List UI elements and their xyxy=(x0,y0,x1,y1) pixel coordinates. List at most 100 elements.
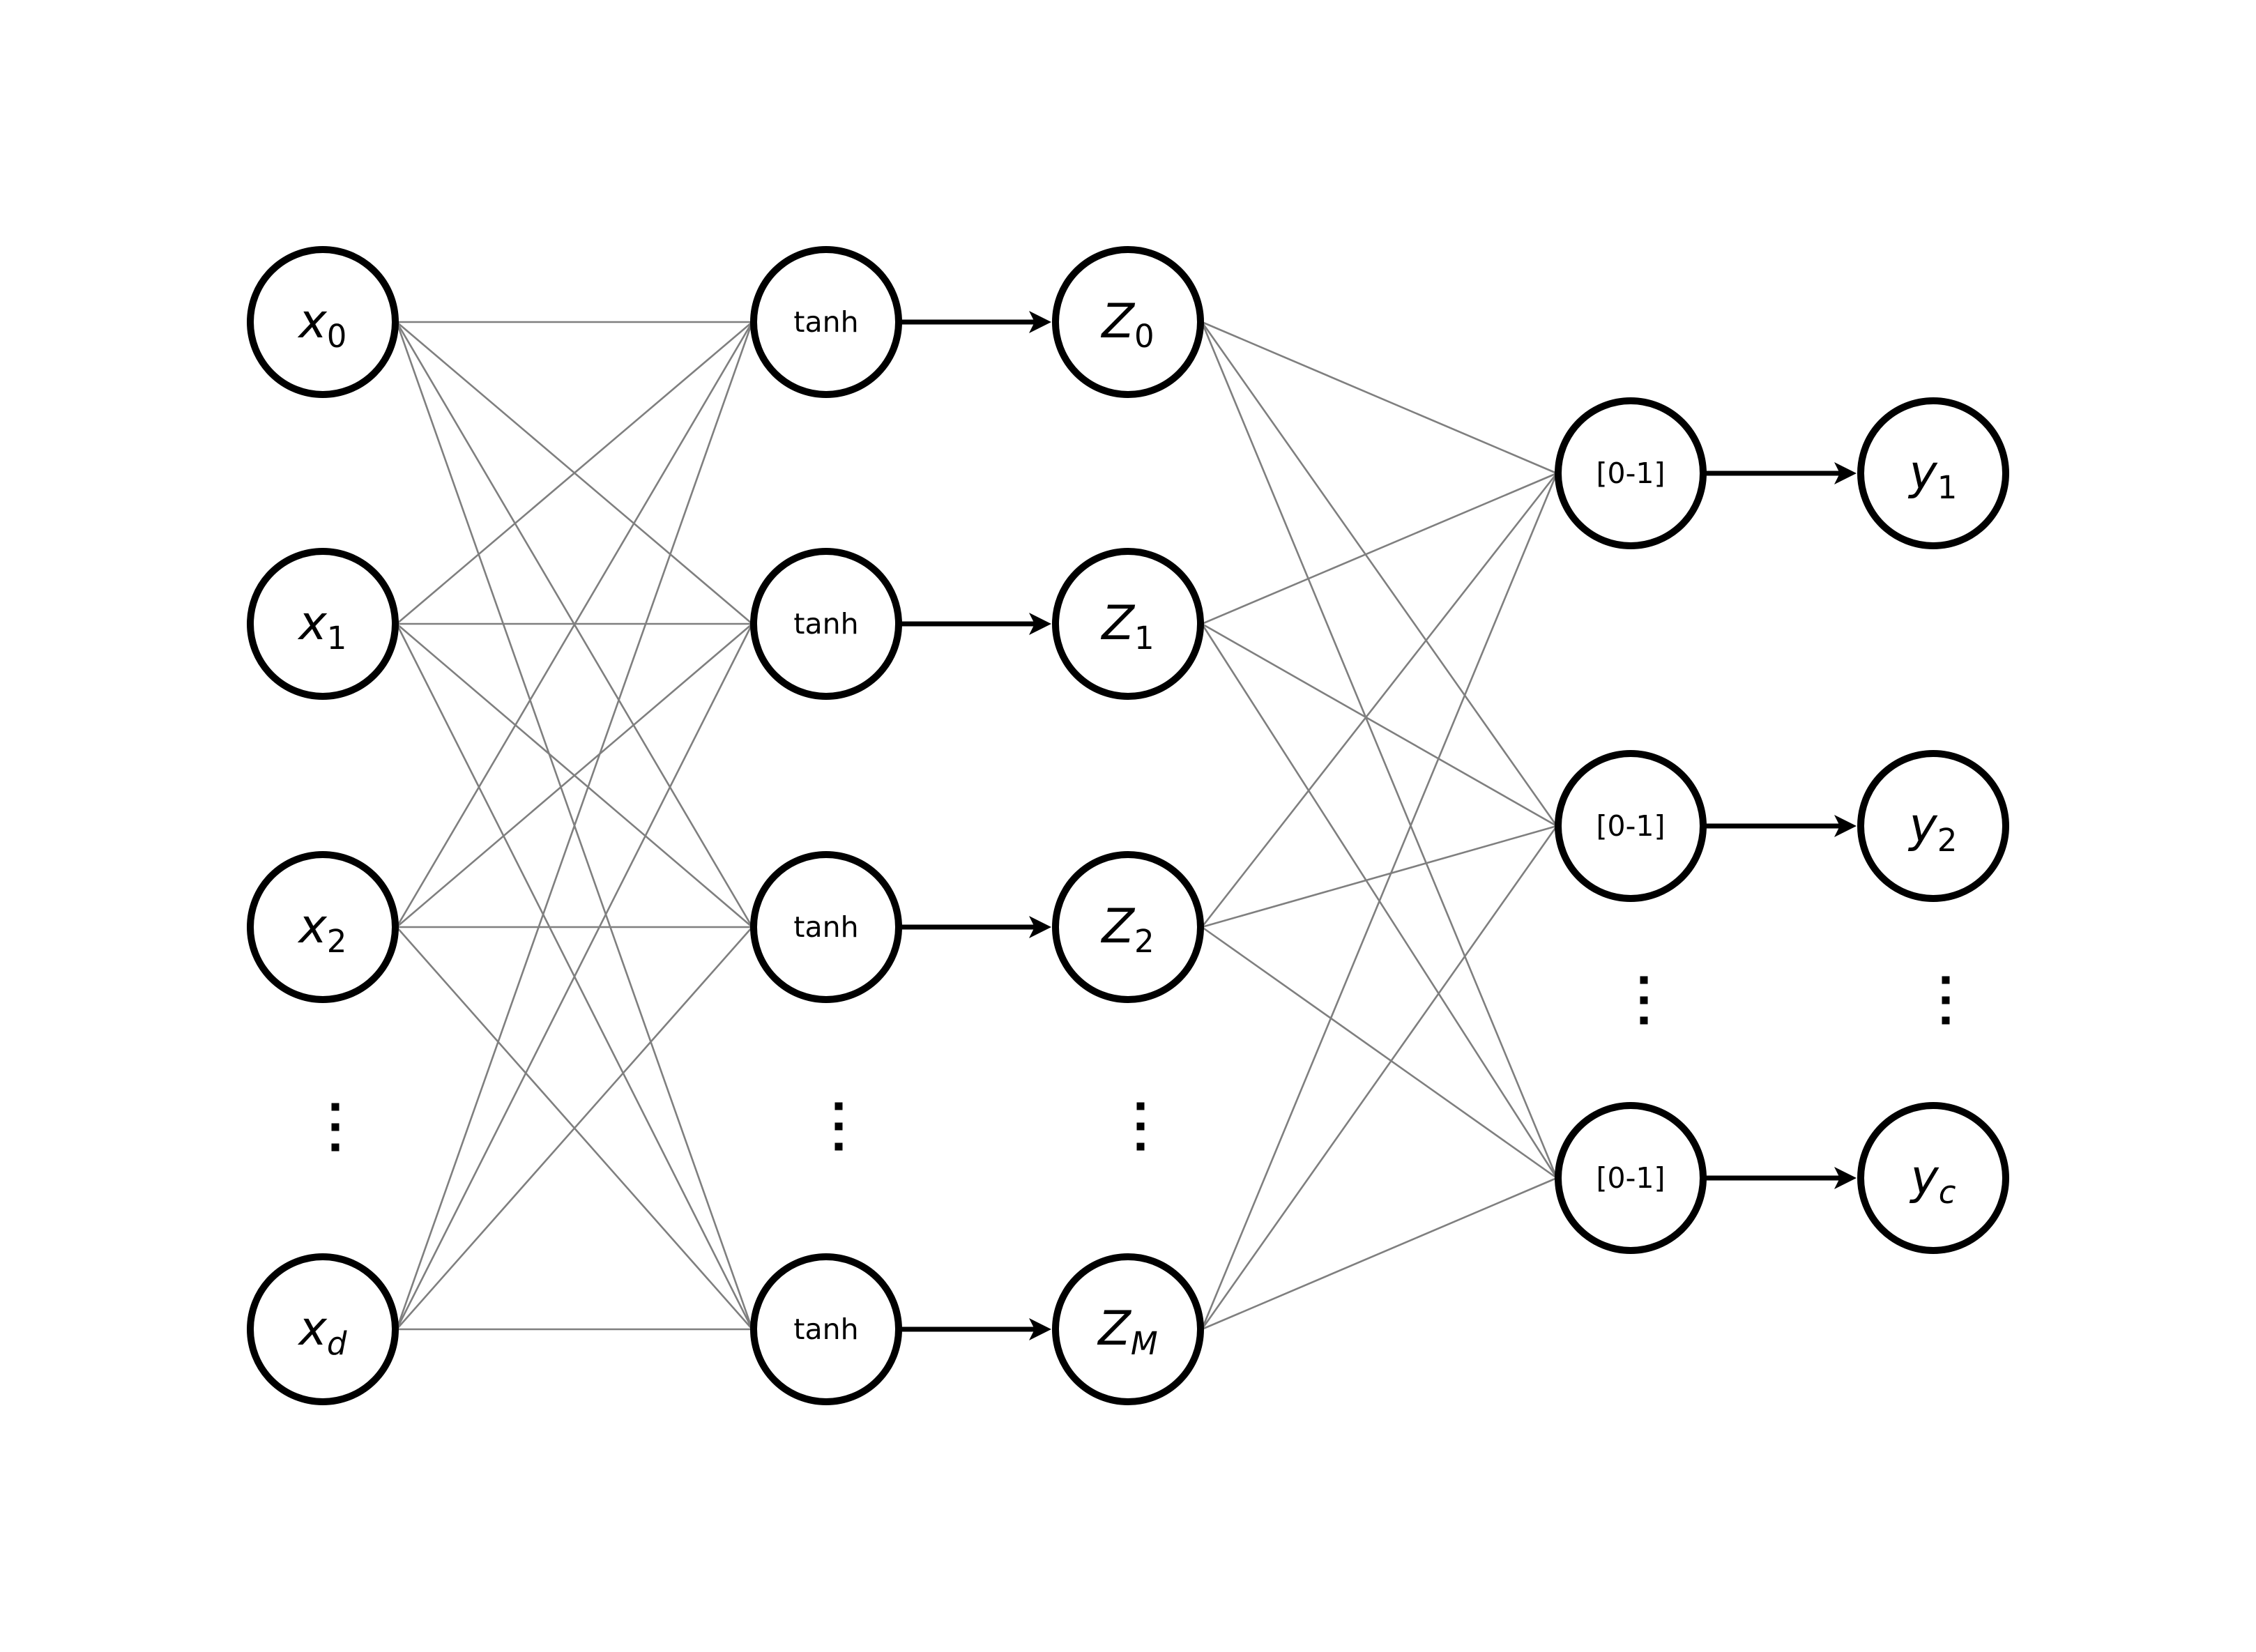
arrow-t2-z2 xyxy=(900,916,1051,938)
node-label-y2: y2 xyxy=(1908,798,1958,859)
ellipsis-dot xyxy=(331,1143,340,1152)
arrow-head-icon xyxy=(1029,916,1051,938)
node-label-z0: Z0 xyxy=(1100,294,1154,355)
arrow-t1-z1 xyxy=(900,613,1051,635)
edge-z2-s2 xyxy=(1201,926,1557,1179)
arrow-head-icon xyxy=(1029,613,1051,635)
node-circle-t1 xyxy=(750,548,902,700)
ellipsis-dot xyxy=(1942,996,1950,1004)
edge-z1-s1 xyxy=(1201,622,1557,827)
node-circle-x0 xyxy=(247,246,399,398)
node-label-y1: y1 xyxy=(1908,445,1958,506)
node-y2: y2 xyxy=(1857,750,2009,902)
edge-x1-t0 xyxy=(396,321,753,625)
node-x2: x2 xyxy=(247,851,399,1003)
output-layer-ellipsis-icon xyxy=(1942,976,1950,1025)
hidden-activation-layer-ellipsis-icon xyxy=(834,1102,843,1151)
node-y1: y1 xyxy=(1857,397,2009,549)
arrow-t0-z0 xyxy=(900,311,1051,333)
node-label-t0: tanh xyxy=(793,305,858,339)
node-label-zM: ZM xyxy=(1097,1301,1157,1362)
node-label-x1: x1 xyxy=(298,596,347,657)
node-s0: [0-1] xyxy=(1555,397,1707,549)
node-circle-z0 xyxy=(1052,246,1204,398)
node-label-t2: tanh xyxy=(793,910,858,944)
ellipsis-dot xyxy=(1136,1122,1145,1131)
arrow-head-icon xyxy=(1834,462,1857,484)
node-label-z1: Z1 xyxy=(1100,596,1154,657)
node-circle-xd xyxy=(247,1253,399,1405)
ellipsis-dot xyxy=(331,1103,340,1111)
edge-x2-t0 xyxy=(395,321,754,928)
edge-xd-t2 xyxy=(396,926,753,1330)
ellipsis-dot xyxy=(331,1123,340,1131)
node-circle-s2 xyxy=(1555,1102,1707,1254)
node-label-t1: tanh xyxy=(793,607,858,641)
output-activation-layer-ellipsis-icon xyxy=(1640,976,1648,1025)
node-label-z2: Z2 xyxy=(1100,899,1154,960)
node-circle-t2 xyxy=(750,851,902,1003)
edge-x2-t1 xyxy=(396,623,753,928)
ellipsis-dot xyxy=(1640,976,1648,984)
ellipsis-dot xyxy=(834,1102,843,1110)
edge-zM-s0 xyxy=(1201,473,1558,1330)
node-z2: Z2 xyxy=(1052,851,1204,1003)
node-circle-s1 xyxy=(1555,750,1707,902)
node-circle-z1 xyxy=(1052,548,1204,700)
node-circle-z2 xyxy=(1052,851,1204,1003)
arrow-head-icon xyxy=(1029,1318,1051,1340)
edge-zM-s1 xyxy=(1201,825,1558,1330)
node-zM: ZM xyxy=(1052,1253,1204,1405)
hidden-output-layer-ellipsis-icon xyxy=(1136,1102,1145,1151)
ellipsis-dot xyxy=(1942,1016,1950,1025)
edge-z0-s0 xyxy=(1201,321,1557,475)
node-t0: tanh xyxy=(750,246,902,398)
edge-xd-t1 xyxy=(395,623,754,1330)
node-circle-t0 xyxy=(750,246,902,398)
ellipsis-dot xyxy=(1136,1142,1145,1151)
edge-z2-s0 xyxy=(1201,473,1558,928)
node-label-s1: [0-1] xyxy=(1596,809,1666,843)
node-x1: x1 xyxy=(247,548,399,700)
ellipsis-dot xyxy=(834,1142,843,1151)
edge-z2-s1 xyxy=(1201,825,1557,928)
ellipsis-dot xyxy=(1640,1016,1648,1025)
node-z0: Z0 xyxy=(1052,246,1204,398)
edge-zM-s2 xyxy=(1201,1177,1557,1331)
node-circle-t3 xyxy=(750,1253,902,1405)
node-label-s0: [0-1] xyxy=(1596,457,1666,490)
edge-z1-s0 xyxy=(1201,472,1557,625)
input-layer-ellipsis-icon xyxy=(331,1103,340,1152)
node-z1: Z1 xyxy=(1052,548,1204,700)
node-t3: tanh xyxy=(750,1253,902,1405)
arrow-s2-yc xyxy=(1705,1167,1857,1189)
node-circle-y2 xyxy=(1857,750,2009,902)
arrow-s1-y2 xyxy=(1705,815,1857,837)
ellipsis-dot xyxy=(834,1122,843,1131)
edge-z0-s1 xyxy=(1201,321,1558,827)
node-circle-x1 xyxy=(247,548,399,700)
node-circle-y1 xyxy=(1857,397,2009,549)
node-circle-yc xyxy=(1857,1102,2009,1254)
arrow-head-icon xyxy=(1834,815,1857,837)
node-t1: tanh xyxy=(750,548,902,700)
node-yc: yc xyxy=(1857,1102,2009,1254)
ellipsis-dot xyxy=(1640,996,1648,1004)
node-s1: [0-1] xyxy=(1555,750,1707,902)
node-label-x2: x2 xyxy=(298,899,347,960)
ellipsis-dot xyxy=(1942,976,1950,984)
arrow-head-icon xyxy=(1029,311,1051,333)
node-label-t3: tanh xyxy=(793,1313,858,1346)
node-t2: tanh xyxy=(750,851,902,1003)
node-circle-s0 xyxy=(1555,397,1707,549)
edge-xd-t0 xyxy=(395,321,754,1330)
node-s2: [0-1] xyxy=(1555,1102,1707,1254)
arrow-t3-zM xyxy=(900,1318,1051,1340)
node-circle-zM xyxy=(1052,1253,1204,1405)
ellipsis-dot xyxy=(1136,1102,1145,1110)
arrow-s0-y1 xyxy=(1705,462,1857,484)
node-xd: xd xyxy=(247,1253,399,1405)
node-label-x0: x0 xyxy=(298,294,347,355)
